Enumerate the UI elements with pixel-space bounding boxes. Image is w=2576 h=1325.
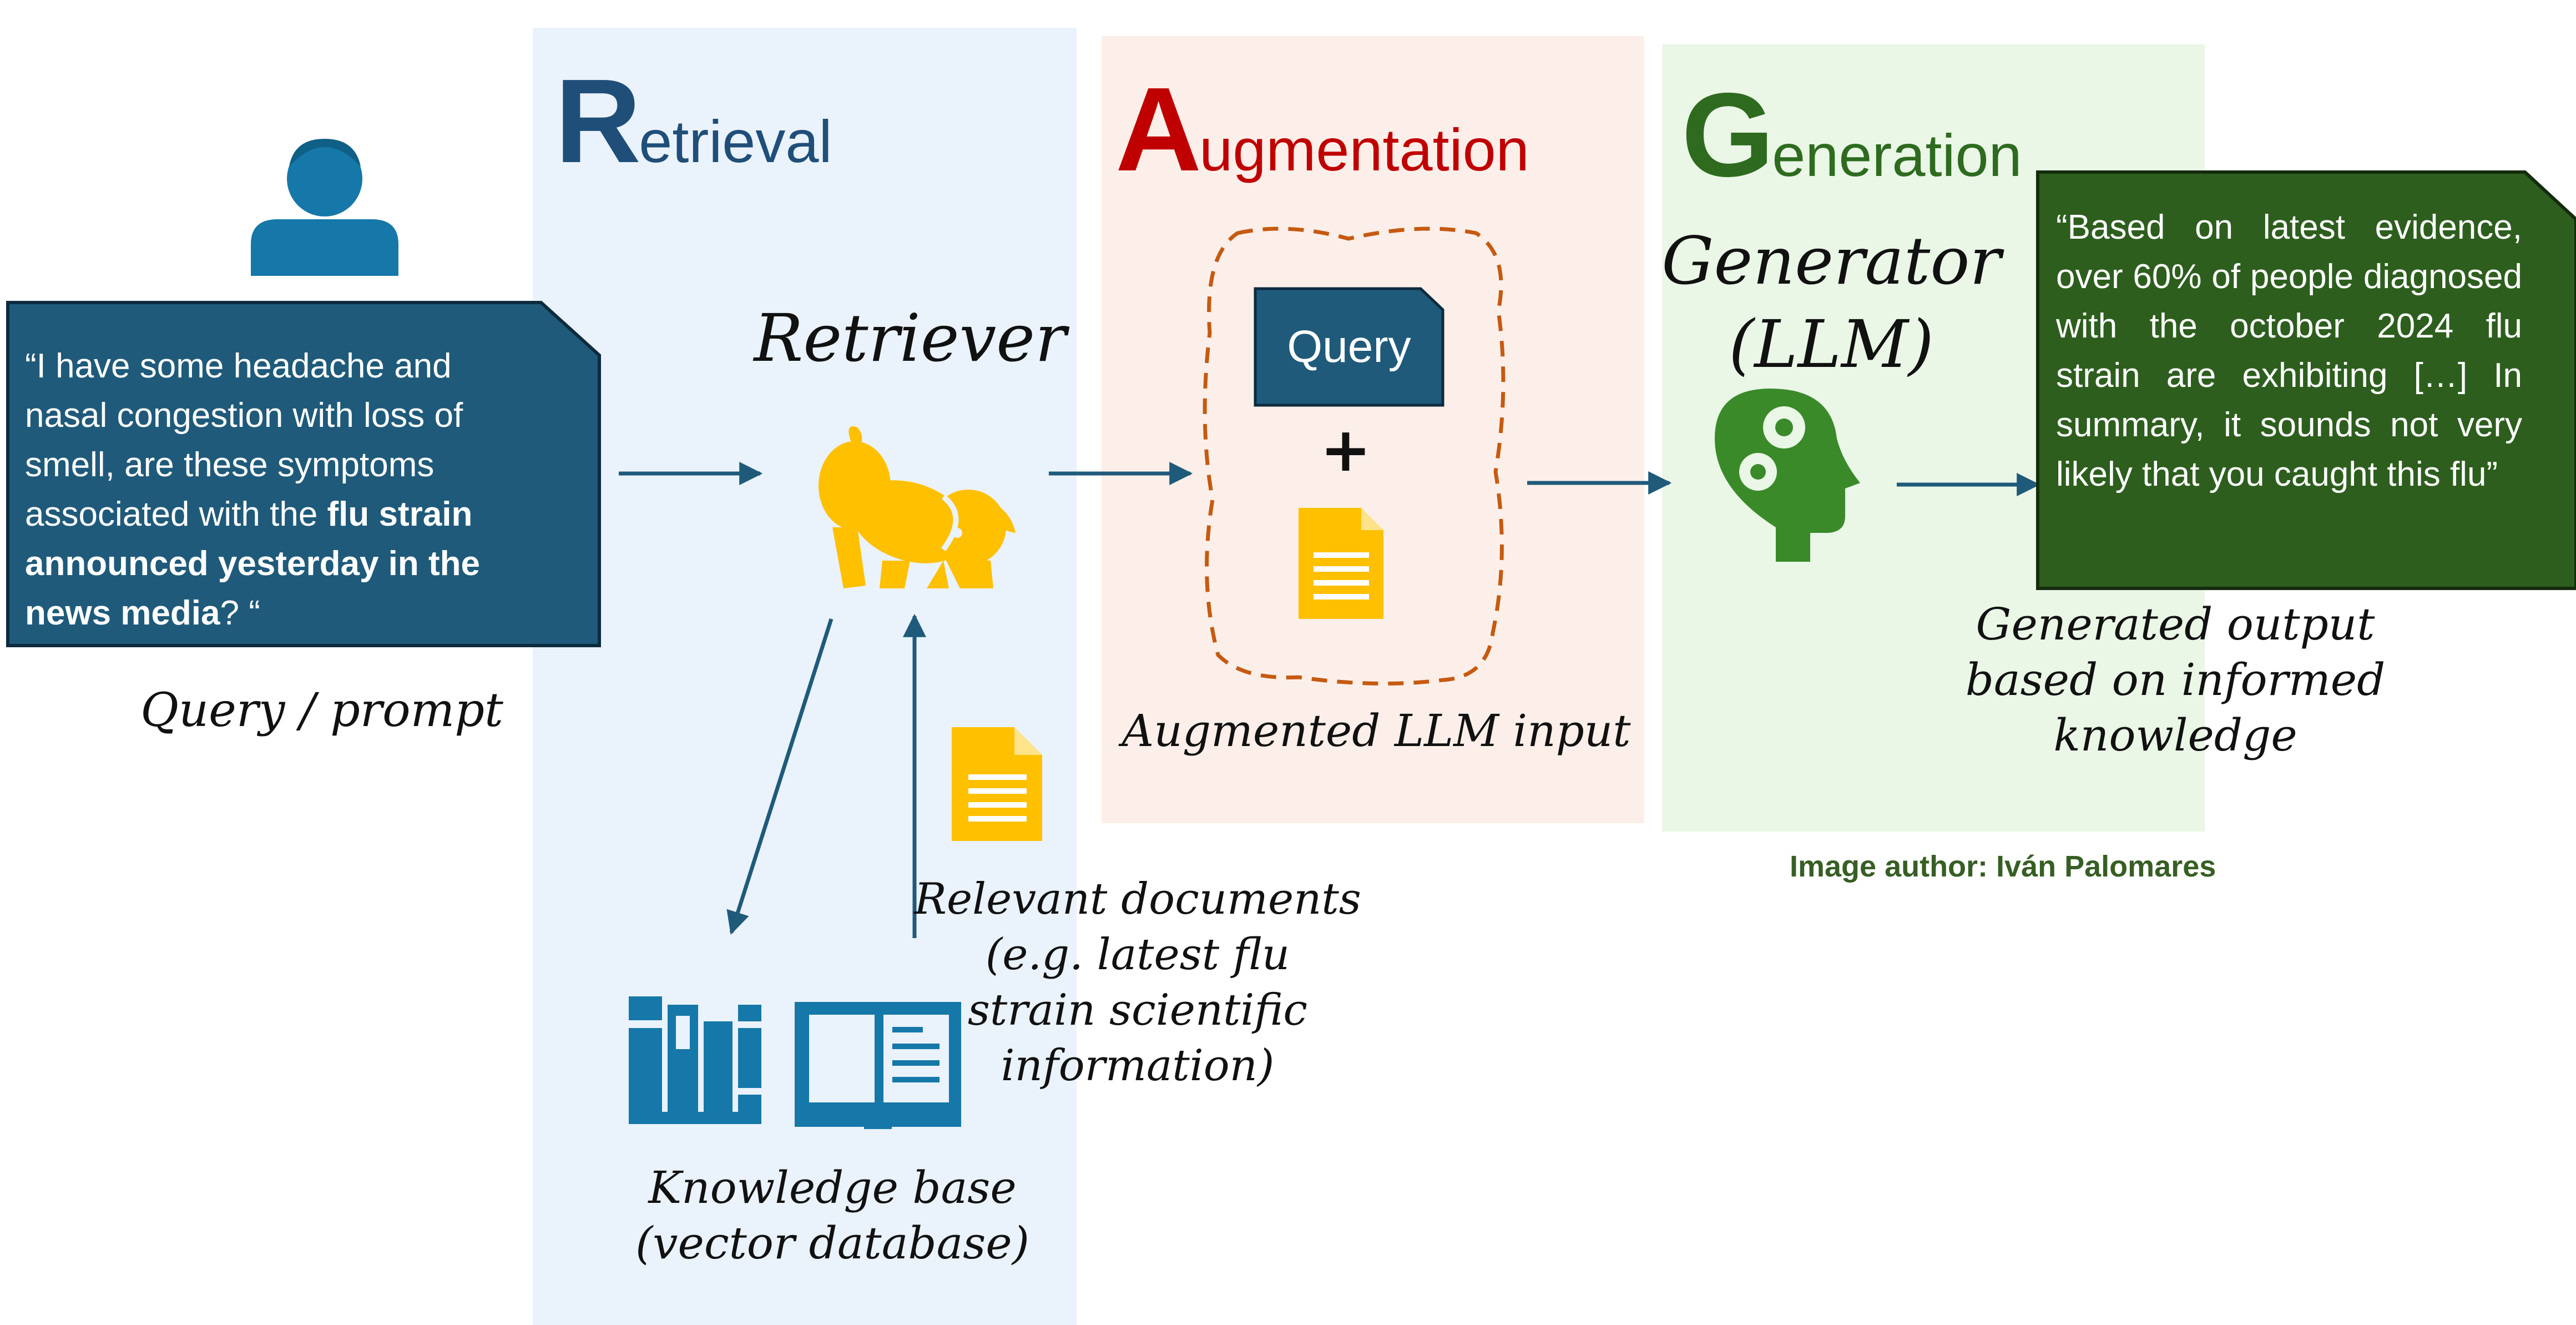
augmentation-panel — [1102, 36, 1644, 823]
image-credit: Image author: Iván Palomares — [1790, 850, 2216, 883]
query-text: “I have some headache and nasal congestio… — [25, 341, 552, 638]
knowledge-base-label: Knowledge base (vector database) — [635, 1162, 1029, 1269]
output-text: “Based on latest evidence, over 60% of p… — [2056, 208, 2522, 493]
query-box — [6, 301, 601, 647]
arrow-retriever-to-kb — [726, 618, 834, 935]
query-text-run: ? “ — [220, 594, 260, 632]
query-prompt-label: Query / prompt — [140, 683, 503, 737]
query-line: associated with the flu strain — [25, 490, 552, 539]
generation-title: Generation — [1681, 68, 2022, 201]
query-line: announced yesterday in the — [25, 539, 552, 588]
dog-icon — [819, 426, 1016, 588]
book-icon — [795, 1002, 961, 1129]
user-icon — [251, 139, 398, 276]
library-icon — [629, 996, 761, 1124]
augmented-input-outline — [1203, 226, 1506, 686]
generator-label: Generator (LLM) — [1661, 223, 2001, 382]
output-box — [2036, 170, 2576, 590]
query-text-run: “I have some headache and — [25, 347, 452, 385]
augmentation-title: Augmentation — [1115, 62, 1529, 196]
query-tag-label: Query — [1287, 321, 1411, 372]
plus-sign: + — [1320, 414, 1372, 485]
query-line: “I have some headache and — [25, 341, 552, 391]
relevant-documents-label: Relevant documents (e.g. latest flu stra… — [914, 874, 1361, 1091]
document-icon — [952, 727, 1042, 841]
augmented-input-label: Augmented LLM input — [1122, 705, 1631, 757]
generated-output-label: Generated output based on informed knowl… — [1965, 598, 2386, 761]
document-icon — [1299, 508, 1383, 619]
query-line: nasal congestion with loss of — [25, 391, 552, 440]
query-text-run: smell, are these symptoms — [25, 446, 435, 484]
query-line: news media? “ — [25, 588, 552, 638]
retrieval-title: Retrieval — [555, 54, 832, 188]
query-tag — [1254, 287, 1444, 407]
query-text-bold: flu strain — [327, 495, 473, 533]
query-text-bold: announced yesterday in the — [25, 545, 480, 583]
retriever-label: Retriever — [754, 300, 1067, 376]
query-text-bold: news media — [25, 594, 220, 632]
query-text-run: nasal congestion with loss of — [25, 396, 463, 435]
query-text-run: associated with the — [25, 495, 327, 533]
query-line: smell, are these symptoms — [25, 440, 552, 490]
head-gears-icon — [1715, 389, 1860, 562]
